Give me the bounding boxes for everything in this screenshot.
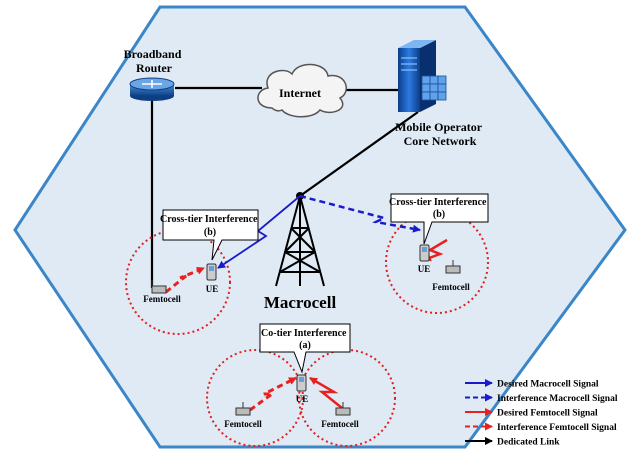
internet-label: Internet [279, 86, 321, 100]
macrocell-label: Macrocell [264, 293, 337, 312]
ue-label: UE [206, 284, 219, 294]
ue-label: UE [418, 264, 431, 274]
femtocell-device-icon [151, 280, 167, 294]
legend-item: Dedicated Link [465, 437, 560, 448]
ue-label: UE [296, 394, 309, 404]
femtocell-device-icon [335, 402, 351, 416]
legend-label: Dedicated Link [497, 438, 560, 448]
femtocell-label: Femtocell [224, 419, 262, 429]
legend-label: Interference Femtocell Signal [497, 423, 617, 433]
legend-item: Desired Femtocell Signal [465, 408, 598, 419]
legend-label: Interference Macrocell Signal [497, 394, 618, 404]
legend-label: Desired Femtocell Signal [497, 409, 598, 419]
callout-cross-tier-left: Cross-tier Interference (b) [160, 209, 260, 261]
coverage-hexagon [13, 5, 627, 449]
desired-femtocell-signal [309, 238, 448, 409]
svg-text:Cross-tier Interference: Cross-tier Interference (b) [389, 197, 489, 220]
internet-cloud-icon [257, 63, 347, 118]
svg-text:Cross-tier Interference: Cross-tier Interference (b) [160, 214, 260, 238]
ue-phone-icon [296, 374, 307, 392]
femtocell-device-icon [445, 260, 461, 274]
femtocell-label: Femtocell [321, 419, 359, 429]
macrocell-tower-icon [275, 195, 325, 287]
callout-cross-tier-right: Cross-tier Interference (b) [389, 193, 489, 245]
femtocell-device-icon [235, 402, 251, 416]
legend-item: Interference Macrocell Signal [465, 393, 618, 404]
interference-macrocell-signal [299, 194, 421, 233]
router-icon [129, 77, 175, 101]
server-icon [398, 40, 447, 112]
legend-label: Desired Macrocell Signal [497, 380, 599, 390]
svg-text:Co-tier Interference (a): Co-tier Interference (a) [261, 328, 349, 351]
core-network-label: Mobile Operator Core Network [395, 120, 485, 148]
interference-femtocell-signal [165, 266, 297, 412]
router-label: Broadband Router [124, 47, 185, 75]
ue-phone-icon [419, 244, 430, 262]
callout-co-tier: Co-tier Interference (a) [259, 323, 351, 374]
femtocell-label: Femtocell [432, 282, 470, 292]
legend-item: Desired Macrocell Signal [465, 379, 599, 390]
ue-phone-icon [206, 263, 217, 281]
desired-macrocell-signal [217, 195, 301, 269]
femtocell-label: Femtocell [143, 294, 181, 304]
legend-item: Interference Femtocell Signal [465, 422, 617, 433]
